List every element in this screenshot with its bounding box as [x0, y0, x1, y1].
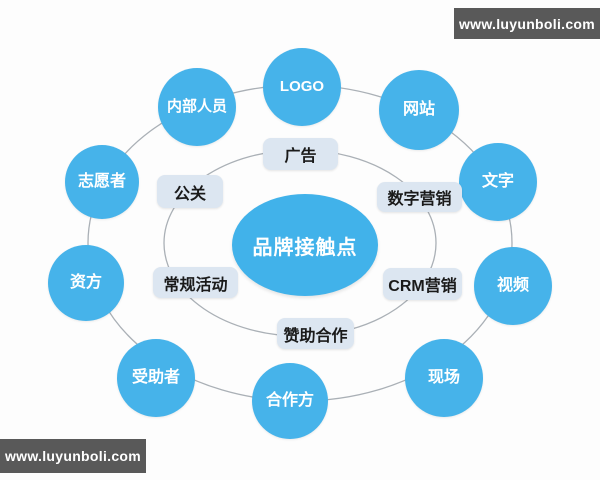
watermark-text: www.luyunboli.com: [458, 15, 596, 32]
outer-node-label: 网站: [402, 101, 435, 119]
outer-node-label: 资方: [69, 274, 102, 292]
inner-label-text: 常规活动: [163, 276, 228, 294]
outer-node-label: 志愿者: [77, 173, 126, 191]
outer-node-label: 现场: [427, 369, 460, 387]
inner-label-text: 赞助合作: [283, 327, 348, 345]
watermark-banner-top-right: www.luyunboli.com: [454, 8, 600, 39]
outer-node-label: 视频: [496, 277, 529, 295]
center-node-brand-touchpoints: 品牌接触点: [232, 194, 378, 296]
inner-label-text: 数字营销: [387, 191, 452, 208]
outer-node-label: 文字: [481, 173, 514, 191]
inner-label-text: 公关: [173, 185, 206, 203]
inner-label-5: 公关: [157, 175, 223, 208]
outer-node-3: 视频: [474, 247, 552, 325]
outer-node-2: 文字: [459, 143, 537, 221]
outer-node-7: 资方: [48, 245, 124, 321]
outer-node-5: 合作方: [252, 363, 328, 439]
watermark-banner-bottom-left: www.luyunboli.com: [0, 439, 146, 473]
outer-node-label: 内部人员: [166, 97, 227, 115]
inner-label-2: CRM营销: [383, 268, 462, 300]
outer-node-6: 受助者: [117, 339, 195, 417]
watermark-text: www.luyunboli.com: [4, 448, 142, 464]
inner-label-3: 赞助合作: [277, 318, 354, 349]
outer-node-0: LOGO: [263, 48, 341, 126]
outer-node-label: 受助者: [131, 369, 180, 387]
outer-node-8: 志愿者: [65, 145, 139, 219]
outer-node-1: 网站: [379, 70, 459, 150]
center-node-label: 品牌接触点: [252, 236, 358, 259]
inner-label-text: 广告: [284, 148, 317, 165]
inner-label-4: 常规活动: [153, 267, 238, 298]
inner-label-text: CRM营销: [388, 278, 457, 295]
inner-label-1: 数字营销: [377, 182, 462, 212]
outer-node-9: 内部人员: [158, 68, 236, 146]
outer-node-label: 合作方: [265, 392, 314, 410]
outer-node-4: 现场: [405, 339, 483, 417]
outer-node-label: LOGO: [279, 77, 325, 95]
inner-label-0: 广告: [263, 138, 338, 170]
